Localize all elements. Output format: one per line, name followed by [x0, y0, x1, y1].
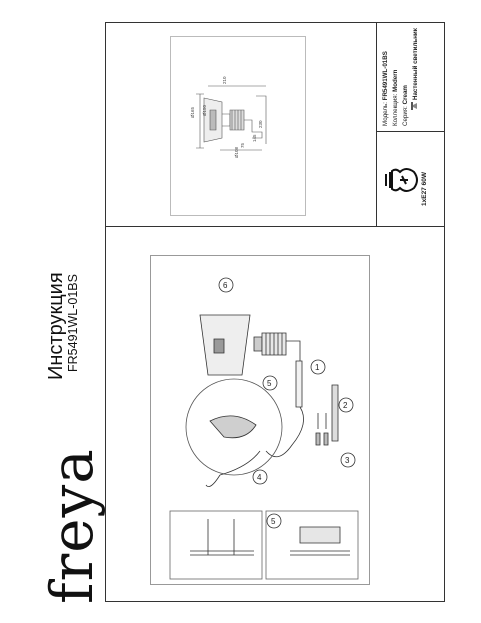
- step-number: 5: [271, 517, 276, 526]
- dimension-label: Ø165: [190, 106, 195, 118]
- document-model: FR5491WL-01BS: [66, 274, 80, 372]
- dimension-label: Ø150: [202, 104, 207, 116]
- spec-row-type: Настенный светильник: [412, 28, 419, 100]
- step-callout: 1: [310, 359, 326, 375]
- dimension-label: Ø108: [234, 146, 239, 158]
- page-frame: [105, 22, 445, 602]
- light-bulb-icon: [385, 168, 418, 192]
- step-callout: 2: [338, 397, 354, 413]
- wall-lamp-icon: [411, 102, 417, 110]
- spec-value: Cream: [402, 85, 409, 105]
- spec-bulb-divider: [377, 131, 445, 132]
- spec-value: FR5491WL-01BS: [382, 51, 389, 101]
- assembly-diagram: 1 2 3 4 5 6 5: [150, 255, 370, 585]
- spec-label: Модель:: [382, 102, 389, 126]
- frame-divider-horizontal: [105, 226, 445, 227]
- document-title: Инструкция: [45, 272, 67, 380]
- spec-value: Настенный светильник: [412, 28, 419, 100]
- dimension-label: 210: [222, 76, 227, 84]
- spec-label: Серия:: [402, 106, 409, 126]
- dimension-label: 75: [240, 142, 245, 148]
- step-number: 1: [315, 363, 320, 372]
- step-callout: 6: [218, 277, 234, 293]
- step-callout: 5: [262, 375, 278, 391]
- step-callout: 3: [340, 452, 356, 468]
- step-number: 3: [345, 456, 350, 465]
- spec-row-model: Модель: FR5491WL-01BS: [382, 51, 389, 126]
- step-number: 5: [267, 379, 272, 388]
- dimension-label: 145: [252, 134, 257, 142]
- step-number: 6: [223, 281, 228, 290]
- spec-row-collection: Коллекция: Modern: [392, 69, 399, 126]
- spec-label: Коллекция:: [392, 93, 399, 126]
- spec-row-series: Серия: Cream: [402, 85, 409, 126]
- step-callout: 4: [252, 469, 268, 485]
- step-number: 4: [257, 473, 262, 482]
- step-number: 2: [343, 401, 348, 410]
- dimension-drawing: Ø165 Ø150 210 230 Ø108 145 75: [170, 36, 306, 216]
- dimension-label: 230: [258, 120, 263, 128]
- frame-divider-vertical: [376, 22, 377, 227]
- bulb-spec: 1xE27 60W: [421, 172, 428, 206]
- brand-logo: freya: [38, 448, 106, 604]
- detail-step-callout: 5: [266, 513, 282, 529]
- spec-value: Modern: [392, 69, 399, 92]
